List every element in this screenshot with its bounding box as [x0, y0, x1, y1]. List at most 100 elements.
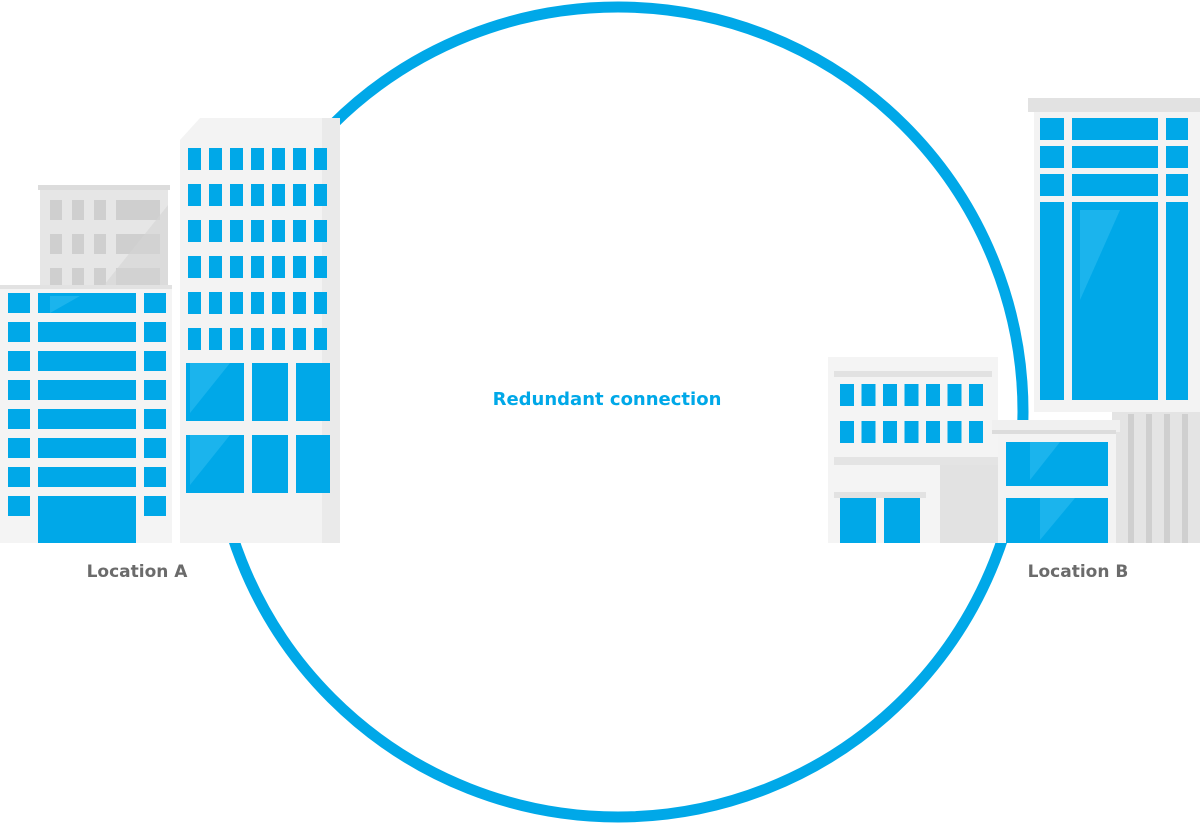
window [272, 292, 285, 314]
window [314, 148, 327, 170]
window [116, 200, 160, 220]
window [209, 220, 222, 242]
window [8, 438, 30, 458]
building-b-office-door [840, 498, 920, 543]
window [252, 363, 288, 421]
window [296, 435, 330, 493]
location-a-buildings [0, 118, 340, 543]
window [72, 234, 84, 254]
window [38, 409, 136, 429]
window [230, 292, 243, 314]
window [272, 220, 285, 242]
window [38, 322, 136, 342]
window [8, 322, 30, 342]
window [293, 292, 306, 314]
window [969, 421, 983, 443]
window [188, 220, 201, 242]
window [926, 384, 940, 406]
window [293, 184, 306, 206]
window [969, 384, 983, 406]
window [272, 328, 285, 350]
window [38, 496, 136, 543]
window [144, 409, 166, 429]
window [188, 256, 201, 278]
window [144, 322, 166, 342]
window [251, 184, 264, 206]
frame [1188, 118, 1200, 400]
window [296, 363, 330, 421]
window [94, 234, 106, 254]
window [230, 220, 243, 242]
window [50, 200, 62, 220]
window [8, 293, 30, 313]
window [94, 268, 106, 288]
window-glare [50, 296, 80, 313]
window [209, 256, 222, 278]
column [1146, 414, 1152, 543]
window [861, 421, 876, 443]
window [50, 234, 62, 254]
window [94, 200, 106, 220]
window [8, 409, 30, 429]
window [314, 292, 327, 314]
window [314, 184, 327, 206]
window [314, 328, 327, 350]
window [8, 467, 30, 487]
column [1128, 414, 1134, 543]
building-b-tower-columns [1128, 414, 1188, 543]
window [883, 384, 897, 406]
mullion [1040, 140, 1188, 146]
location-a-label: Location A [87, 562, 189, 582]
window [8, 351, 30, 371]
building-b-tower-windows [1040, 118, 1200, 400]
window-glare [190, 435, 230, 485]
column [1182, 414, 1188, 543]
building-a-tower-large-windows [186, 363, 330, 493]
window [926, 421, 940, 443]
window [272, 184, 285, 206]
window [904, 384, 919, 406]
mullion [1158, 118, 1166, 400]
building-a-back [38, 185, 170, 290]
window [314, 220, 327, 242]
window [947, 421, 962, 443]
window [144, 438, 166, 458]
column [1164, 414, 1170, 543]
window [840, 421, 854, 443]
window [38, 438, 136, 458]
window [230, 184, 243, 206]
window [144, 467, 166, 487]
window [188, 292, 201, 314]
window [947, 384, 962, 406]
window [72, 200, 84, 220]
window-glare [1080, 210, 1120, 300]
location-b-label: Location B [1028, 562, 1129, 582]
window [38, 467, 136, 487]
center-label: Redundant connection [493, 389, 722, 410]
mullion [1040, 168, 1188, 174]
mullion [1064, 118, 1072, 400]
window [38, 351, 136, 371]
window [293, 148, 306, 170]
building-a-tower-windows [188, 148, 327, 350]
building-a-left [0, 285, 172, 543]
window [144, 380, 166, 400]
window [188, 328, 201, 350]
window [72, 268, 84, 288]
window [188, 148, 201, 170]
window [314, 256, 327, 278]
window [272, 256, 285, 278]
window [8, 380, 30, 400]
window [144, 293, 166, 313]
building-a-tower [180, 118, 340, 543]
window [144, 496, 166, 516]
window [252, 435, 288, 493]
window [8, 496, 30, 516]
window [251, 292, 264, 314]
window [293, 220, 306, 242]
window [230, 328, 243, 350]
window [904, 421, 919, 443]
window [251, 256, 264, 278]
window [50, 268, 62, 288]
